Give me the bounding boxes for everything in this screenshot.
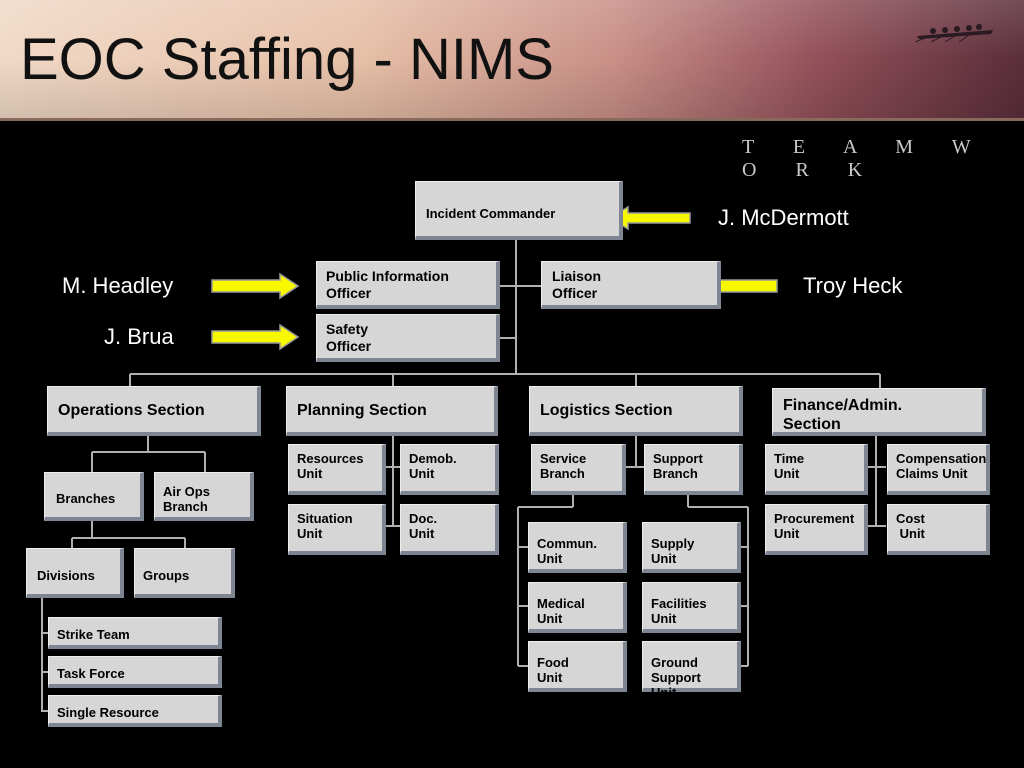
food-unit-box: Food Unit: [528, 641, 627, 692]
commun-unit-box: Commun. Unit: [528, 522, 627, 573]
rowing-crew-image: [915, 24, 993, 42]
planning-section-box: Planning Section: [286, 386, 498, 436]
incident-commander-box: Incident Commander: [415, 181, 623, 240]
facilities-unit-box: Facilities Unit: [642, 582, 741, 633]
groups-box: Groups: [134, 548, 235, 598]
single-resource-box: Single Resource: [48, 695, 222, 727]
support-branch-box: Support Branch: [644, 444, 743, 495]
title-banner: [0, 0, 1024, 118]
time-unit-box: Time Unit: [765, 444, 868, 495]
banner-divider: [0, 118, 1024, 121]
task-force-box: Task Force: [48, 656, 222, 688]
safety-officer-box: Safety Officer: [316, 314, 500, 362]
branches-box: Branches: [44, 472, 144, 521]
procurement-unit-box: Procurement Unit: [765, 504, 868, 555]
public-information-officer-box: Public Information Officer: [316, 261, 500, 309]
arrow-to-public-information-officer: [211, 272, 300, 300]
divisions-box: Divisions: [26, 548, 124, 598]
public-information-officer-name: M. Headley: [62, 273, 174, 298]
situation-unit-box: Situation Unit: [288, 504, 386, 555]
supply-unit-box: Supply Unit: [642, 522, 741, 573]
liaison-officer-name: Troy Heck: [803, 273, 903, 298]
finance-admin-section-box: Finance/Admin. Section: [772, 388, 986, 436]
air-ops-branch-box: Air Ops Branch: [154, 472, 254, 521]
arrow-to-safety-officer: [211, 323, 300, 351]
compensation-claims-unit-box: Compensation Claims Unit: [887, 444, 990, 495]
operations-section-box: Operations Section: [47, 386, 261, 436]
safety-officer-name: J. Brua: [104, 324, 174, 349]
medical-unit-box: Medical Unit: [528, 582, 627, 633]
demob-unit-box: Demob. Unit: [400, 444, 499, 495]
slide-title: EOC Staffing - NIMS: [20, 27, 554, 92]
service-branch-box: Service Branch: [531, 444, 626, 495]
incident-commander-name: J. McDermott: [718, 205, 849, 230]
cost-unit-box: Cost Unit: [887, 504, 990, 555]
doc-unit-box: Doc. Unit: [400, 504, 499, 555]
strike-team-box: Strike Team: [48, 617, 222, 649]
teamwork-tagline: T E A M W O R K: [742, 136, 988, 181]
ground-support-unit-box: Ground Support Unit: [642, 641, 741, 700]
logistics-section-box: Logistics Section: [529, 386, 743, 436]
resources-unit-box: Resources Unit: [288, 444, 386, 495]
liaison-officer-box: Liaison Officer: [541, 261, 721, 309]
